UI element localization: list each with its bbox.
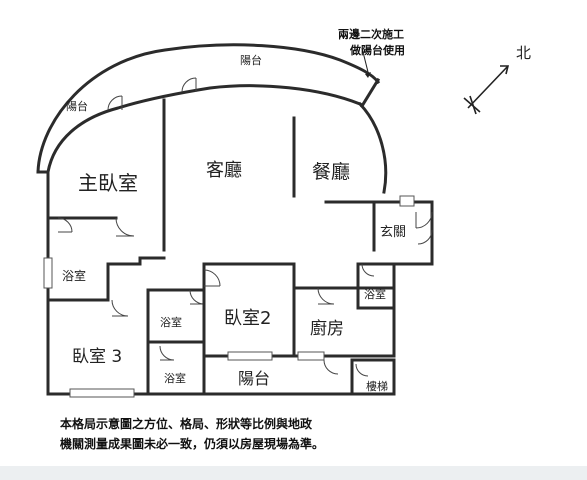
annotation-line1: 兩邊二次施工 xyxy=(338,27,404,41)
room-label-balcony-top: 陽台 xyxy=(240,53,262,67)
room-label-master-bedroom: 主臥室 xyxy=(78,171,138,195)
entrance-door2 xyxy=(417,229,433,245)
annotation-line2: 做陽台使用 xyxy=(349,43,405,57)
bath-bottom-door xyxy=(159,345,175,361)
disclaimer-line2: 機關測量成果圖未必一致，仍須以房屋現場為準。 xyxy=(60,436,324,451)
room-label-bathroom-right: 浴室 xyxy=(364,287,386,301)
bath-mid-door xyxy=(189,289,205,305)
bedroom2-door xyxy=(203,269,221,287)
room-label-kitchen: 廚房 xyxy=(310,318,344,339)
kitchen-walls xyxy=(292,286,396,358)
bath-right-walls xyxy=(356,262,396,310)
balcony-door-mid xyxy=(181,77,197,93)
room-label-bathroom-mid: 浴室 xyxy=(160,315,182,329)
room-label-bathroom-bottom: 浴室 xyxy=(164,371,186,385)
kitchen-door xyxy=(317,287,335,305)
footer-band xyxy=(0,466,587,480)
bathroom-left-walls xyxy=(46,216,142,302)
balcony-inner-wall-right xyxy=(357,101,388,194)
bedroom3-window xyxy=(69,388,135,398)
balcony-bottom-walls xyxy=(202,354,354,396)
compass-label: 北 xyxy=(516,44,531,62)
balcony-bottom-window-left xyxy=(227,351,273,361)
stairs-door xyxy=(355,363,369,377)
room-label-dining-room: 餐廳 xyxy=(312,161,350,183)
entrance-door xyxy=(415,211,433,229)
bathroom-left-window xyxy=(43,257,53,289)
bathroom-left-door xyxy=(57,217,73,233)
compass-icon xyxy=(463,65,510,115)
balcony-end-wall xyxy=(359,77,381,109)
room-label-bedroom2: 臥室2 xyxy=(224,308,271,329)
balcony-outer-wall xyxy=(36,43,381,174)
room-label-bedroom3: 臥室 3 xyxy=(72,347,122,367)
master-bedroom-door xyxy=(115,217,135,237)
bath-bottom-walls xyxy=(146,340,206,396)
room-label-balcony-left: 陽台 xyxy=(66,99,88,113)
annotation-arrow-icon xyxy=(361,47,371,78)
corridor-walls xyxy=(46,262,110,302)
balcony-bottom-window-right xyxy=(297,351,325,361)
room-label-living-room: 客廳 xyxy=(206,160,242,181)
entrance-right-wall xyxy=(358,200,434,266)
room-label-balcony-bottom: 陽台 xyxy=(238,369,270,388)
disclaimer-line1: 本格局示意圖之方位、格局、形狀等比例與地政 xyxy=(60,416,313,431)
room-label-bathroom-left: 浴室 xyxy=(62,268,86,283)
bath-right-door xyxy=(361,263,375,277)
entrance-window xyxy=(399,195,415,207)
room-label-entrance: 玄關 xyxy=(380,225,406,240)
balcony-door-left xyxy=(107,95,123,111)
balcony-inner-wall xyxy=(46,84,362,174)
balcony-bottom-door xyxy=(323,359,339,375)
room-label-stairs: 樓梯 xyxy=(366,379,388,393)
stairs-walls xyxy=(350,358,396,396)
bedroom3-door xyxy=(111,299,129,317)
